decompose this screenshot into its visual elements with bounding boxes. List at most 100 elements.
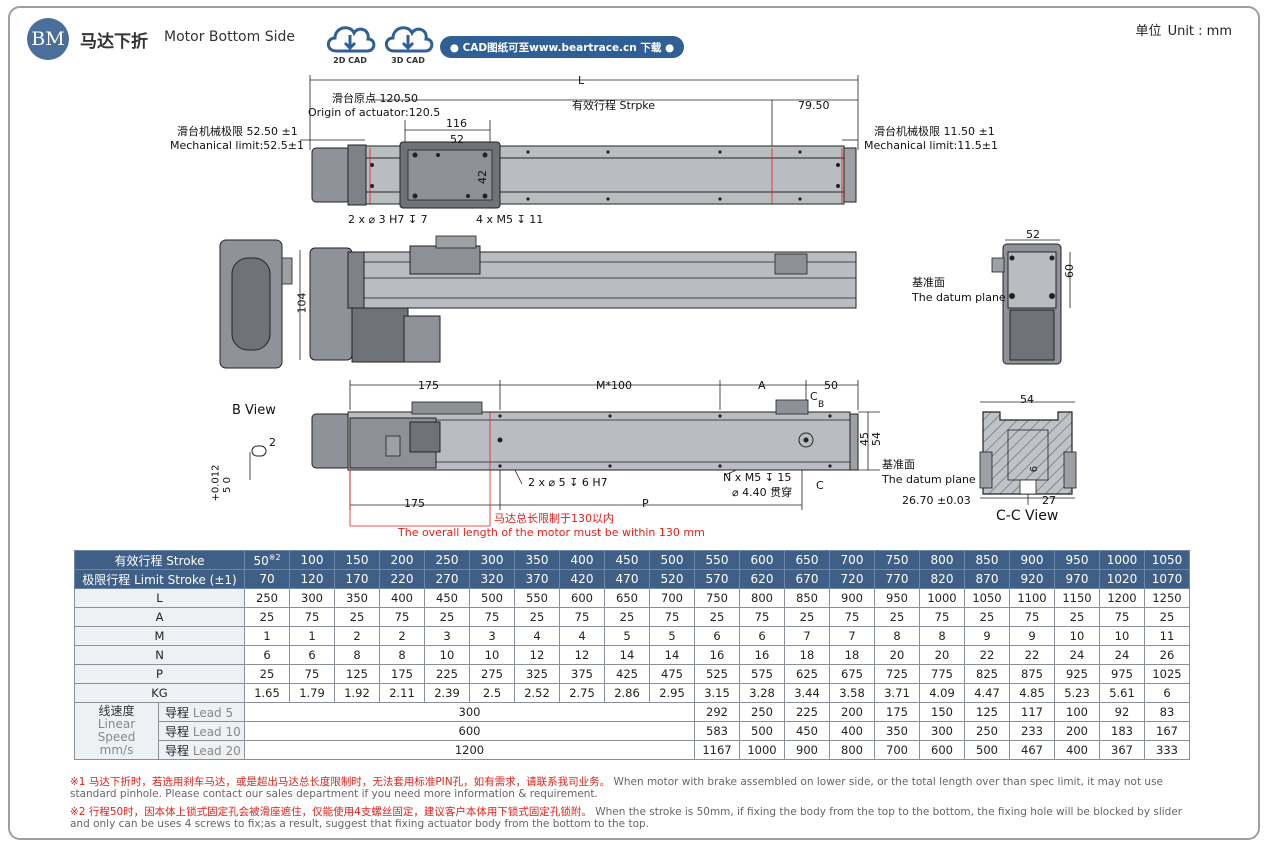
stroke-cell: 1050 — [1144, 550, 1190, 570]
speed-cell: 700 — [874, 740, 920, 760]
stroke-value: 550 — [705, 553, 729, 567]
dim-52-top: 52 — [450, 133, 464, 146]
table-cell: 3.44 — [784, 683, 830, 703]
table-cell: 25 — [514, 607, 560, 627]
table-cell: 25 — [694, 607, 740, 627]
row-label: P — [74, 664, 245, 684]
speed-cell: 233 — [1009, 721, 1055, 741]
table-cell: 3 — [469, 626, 515, 646]
stroke-cell: 800 — [919, 550, 965, 570]
limit-cell: 220 — [379, 569, 425, 589]
table-cell: 1000 — [919, 588, 965, 608]
table-cell: 275 — [469, 664, 515, 684]
table-cell: 22 — [964, 645, 1010, 665]
table-cell: 20 — [874, 645, 920, 665]
table-cell: 10 — [424, 645, 470, 665]
table-cell: 1050 — [964, 588, 1010, 608]
table-cell: 925 — [1054, 664, 1100, 684]
limit-cell: 470 — [604, 569, 650, 589]
dim-L: L — [578, 74, 585, 87]
table-cell: 11 — [1144, 626, 1190, 646]
row-label: M — [74, 626, 245, 646]
table-cell: 26 — [1144, 645, 1190, 665]
merged-speed-cell: 600 — [244, 721, 695, 741]
cad-download-link[interactable]: ● CAD图纸可至www.beartrace.cn 下载 ● — [440, 36, 684, 58]
technical-drawing — [219, 75, 1077, 527]
table-cell: 14 — [649, 645, 695, 665]
stroke-value: 500 — [660, 553, 684, 567]
row-label: KG — [74, 683, 245, 703]
limit-cell: 420 — [559, 569, 605, 589]
stroke-cell: 50※2 — [244, 550, 290, 570]
stroke-cell: 400 — [559, 550, 605, 570]
table-cell: 12 — [514, 645, 560, 665]
stroke-value: 1000 — [1106, 553, 1138, 567]
stroke-note: ※2 — [268, 552, 281, 562]
table-cell: 2.5 — [469, 683, 515, 703]
dim-175-bottom: 175 — [404, 497, 425, 510]
note-1: ※1 马达下折时，若选用刹车马达，或是超出马达总长度限制时，无法套用标准PIN孔… — [70, 776, 1200, 800]
table-cell: 950 — [874, 588, 920, 608]
cc-view-title: C-C View — [996, 508, 1059, 524]
table-cell: 750 — [694, 588, 740, 608]
mech-left-cn: 滑台机械极限 52.50 ±1 — [177, 125, 298, 138]
table-cell: 375 — [559, 664, 605, 684]
table-cell: 8 — [874, 626, 920, 646]
stroke-value: 400 — [570, 553, 594, 567]
cc-dim-6: 6 — [1029, 465, 1041, 473]
table-cell: 4 — [514, 626, 560, 646]
stroke-cell: 950 — [1054, 550, 1100, 570]
stroke-cell: 150 — [334, 550, 380, 570]
dim-42: 42 — [476, 170, 489, 184]
table-cell: 825 — [964, 664, 1010, 684]
limit-cell: 70 — [244, 569, 290, 589]
table-cell: 75 — [289, 607, 335, 627]
limit-cell: 820 — [919, 569, 965, 589]
table-cell: 25 — [244, 607, 290, 627]
label-C-bottom: C — [816, 479, 824, 492]
lead-en: Lead 5 — [192, 705, 234, 720]
table-cell: 1.65 — [244, 683, 290, 703]
table-cell: 8 — [334, 645, 380, 665]
table-cell: 25 — [604, 607, 650, 627]
cad-3d-download[interactable]: 3D CAD — [380, 21, 436, 67]
table-cell: 500 — [469, 588, 515, 608]
pin-dim-2: 2 — [269, 436, 276, 449]
limit-cell: 570 — [694, 569, 740, 589]
table-cell: 125 — [334, 664, 380, 684]
stroke-value: 100 — [300, 553, 324, 567]
table-cell: 2 — [379, 626, 425, 646]
speed-cell: 467 — [1009, 740, 1055, 760]
table-cell: 800 — [739, 588, 785, 608]
stroke-label: 有效行程 Stroke — [74, 550, 245, 570]
table-cell: 24 — [1099, 645, 1145, 665]
row-label: N — [74, 645, 245, 665]
cloud-download-icon — [384, 26, 434, 53]
limit-cell: 170 — [334, 569, 380, 589]
cloud-download-icon — [326, 26, 376, 53]
title-en: Motor Bottom Side — [164, 29, 295, 45]
table-cell: 2.11 — [379, 683, 425, 703]
stroke-cell: 900 — [1009, 550, 1055, 570]
cad-2d-download[interactable]: 2D CAD — [322, 21, 378, 67]
table-cell: 1250 — [1144, 588, 1190, 608]
limit-cell: 720 — [829, 569, 875, 589]
table-cell: 25 — [334, 607, 380, 627]
table-cell: 2.75 — [559, 683, 605, 703]
merged-speed-cell: 1200 — [244, 740, 695, 760]
table-cell: 1 — [244, 626, 290, 646]
end-datum-en: The datum plane — [912, 291, 1006, 304]
table-cell: 5.61 — [1099, 683, 1145, 703]
note-2: ※2 行程50时，因本体上锁式固定孔会被滑座遮住，仅能使用4支螺丝固定，建议客户… — [70, 806, 1200, 830]
motor-limit-en: The overall length of the motor must be … — [398, 526, 705, 539]
cad-2d-label: 2D CAD — [333, 56, 367, 65]
speed-cell: 125 — [964, 702, 1010, 722]
speed-cell: 175 — [874, 702, 920, 722]
table-cell: 250 — [244, 588, 290, 608]
stroke-cell: 600 — [739, 550, 785, 570]
speed-cell: 500 — [739, 721, 785, 741]
speed-label-line: Speed — [97, 730, 136, 744]
dim-7950: 79.50 — [798, 99, 830, 112]
